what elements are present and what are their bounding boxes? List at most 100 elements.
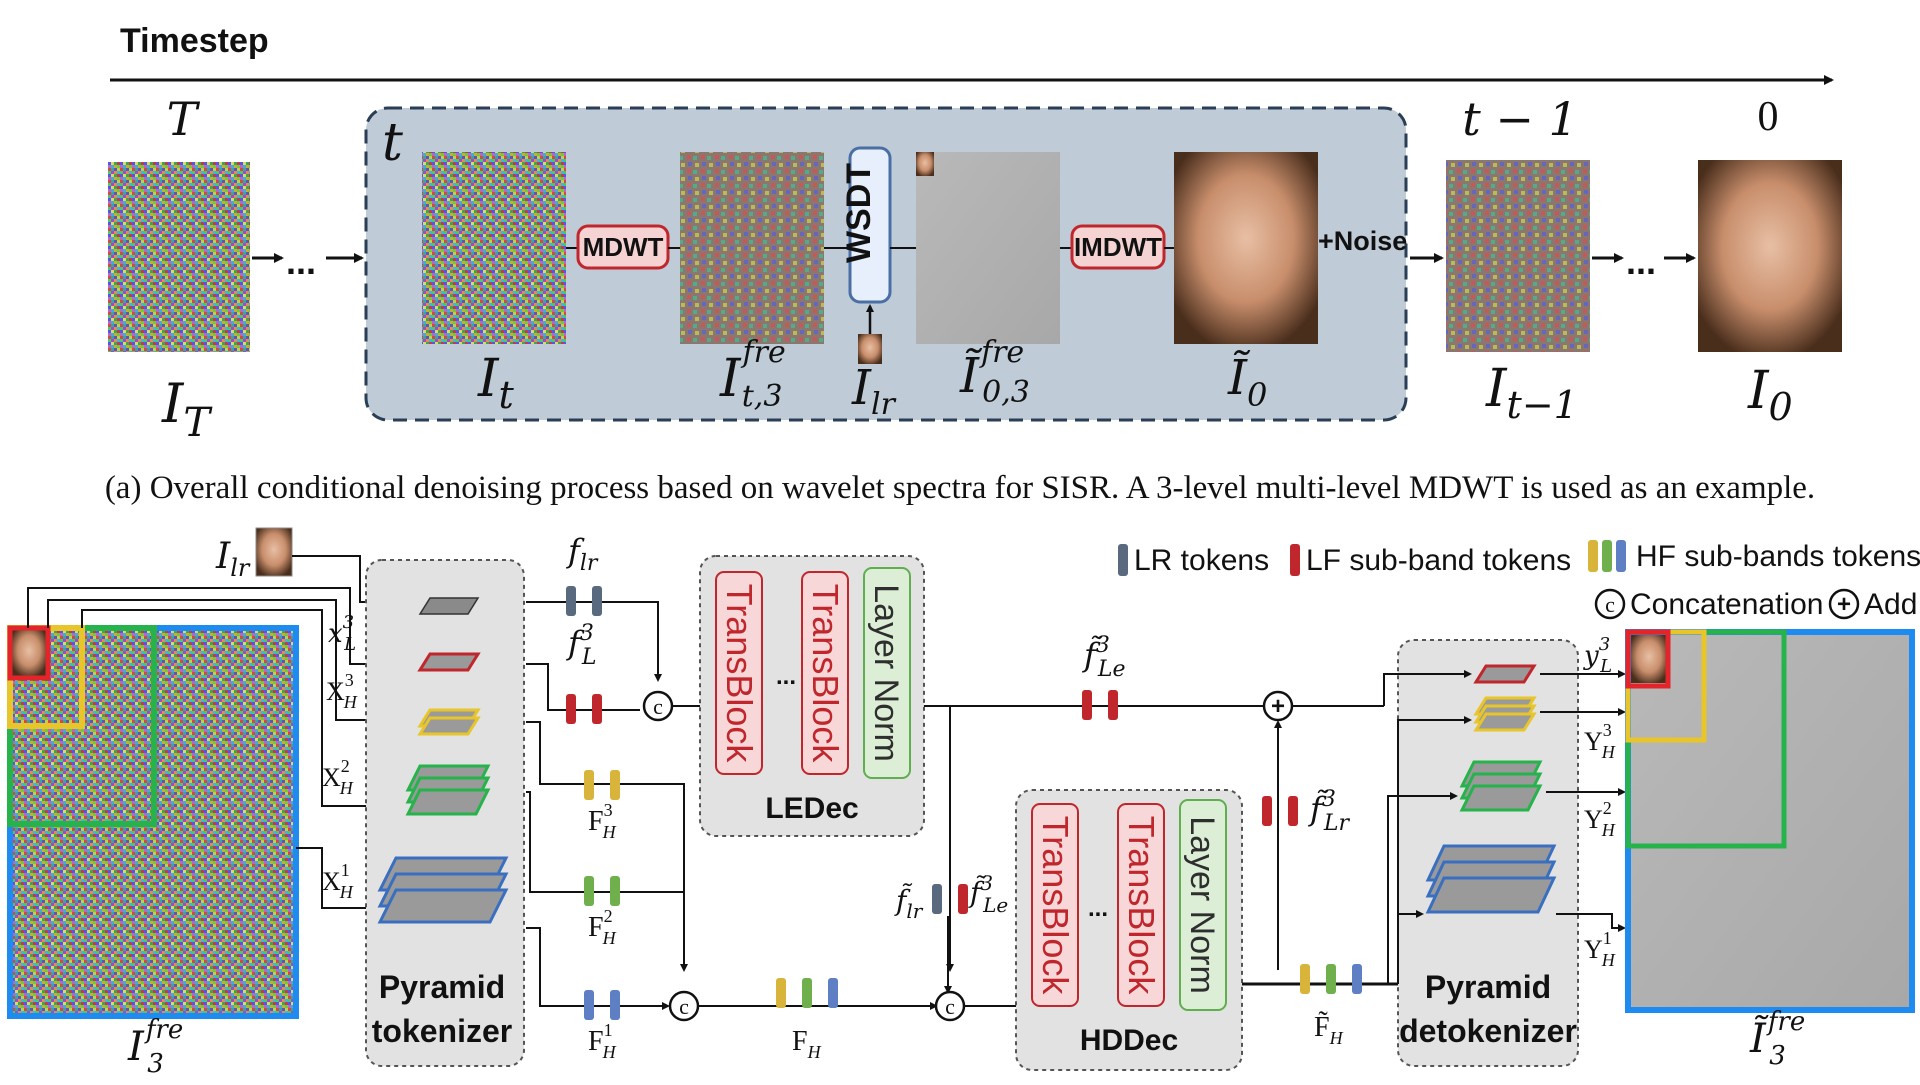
detokenizer-grids bbox=[1425, 664, 1557, 914]
label-Ilr: Ilr bbox=[851, 360, 897, 422]
token-chip-fLe3 bbox=[1082, 690, 1118, 720]
token-chip-FHt bbox=[1300, 964, 1362, 994]
token-chip-FH bbox=[776, 978, 838, 1008]
tokenizer-label-1: Pyramid bbox=[379, 969, 505, 1005]
noise-op-label: +Noise bbox=[1318, 226, 1407, 256]
noise-image-Itm1 bbox=[1446, 160, 1590, 352]
label-FHt: F̃H bbox=[1314, 1012, 1344, 1048]
legend-concat-sym: c bbox=[1605, 592, 1615, 617]
face-image-I0tilde bbox=[1174, 152, 1318, 344]
thumb-in bbox=[12, 630, 46, 676]
hddec-dots: ... bbox=[1088, 895, 1108, 922]
hddec-ln-label: Layer Norm bbox=[1183, 816, 1221, 994]
ledec-output-lines bbox=[924, 705, 1264, 972]
stage-label-tm1: t − 1 bbox=[1462, 92, 1578, 146]
stage-label-T: T bbox=[167, 92, 201, 146]
legend-add-icon bbox=[1828, 588, 1860, 620]
label-Ilr-in: Ilr bbox=[215, 536, 251, 582]
ledec-label: LEDec bbox=[765, 792, 858, 825]
ledec-tb1-label: TransBlock bbox=[719, 584, 760, 764]
ledec-layernorm bbox=[863, 567, 911, 779]
label-flr: flr bbox=[566, 532, 599, 576]
frame-red-out bbox=[1625, 629, 1671, 689]
legend-concat-label: Concatenation bbox=[1630, 588, 1823, 621]
tokenizer-label-2: tokenizer bbox=[372, 1013, 512, 1049]
legend-hf-label: HF sub-bands tokens bbox=[1636, 540, 1920, 573]
lr-thumb-top bbox=[858, 334, 882, 364]
wsdt-label: WSDT bbox=[840, 163, 878, 263]
imdwt-label: IMDWT bbox=[1074, 232, 1162, 262]
thumb-out bbox=[1631, 635, 1667, 683]
label-IT: IT bbox=[161, 372, 213, 446]
legend-lr-label: LR tokens bbox=[1134, 544, 1269, 577]
ledec-transblock-1 bbox=[715, 571, 763, 775]
concat-node-2-sym: c bbox=[679, 994, 689, 1019]
noise-image-Ifre bbox=[680, 152, 824, 344]
hddec-transblock-2 bbox=[1117, 803, 1165, 1007]
legend-lf-swatch bbox=[1290, 544, 1300, 576]
label-flrt: f̃lr bbox=[894, 883, 924, 923]
token-chip-flr bbox=[566, 586, 602, 616]
dots-1: ... bbox=[286, 241, 316, 282]
figure-caption: (a) Overall conditional denoising proces… bbox=[104, 470, 1816, 506]
token-connectors bbox=[526, 601, 688, 1010]
face-image-I0 bbox=[1698, 160, 1842, 352]
concat-node-3-sym: c bbox=[945, 994, 955, 1019]
legend-hf-swatch-3 bbox=[1616, 540, 1626, 572]
hddec-tb2-label: TransBlock bbox=[1121, 816, 1162, 996]
stage-label-t: t bbox=[382, 113, 403, 173]
legend-lr-swatch bbox=[1118, 544, 1128, 576]
noise-image-It bbox=[422, 152, 566, 344]
ledec-transblock-2 bbox=[801, 571, 849, 775]
detok-output-arrows bbox=[1540, 670, 1626, 932]
label-I0: I0 bbox=[1747, 361, 1793, 429]
add-node-sym: + bbox=[1271, 693, 1285, 720]
dots-2: ... bbox=[1626, 241, 1656, 282]
wavelet-image-Itilde bbox=[916, 152, 1060, 344]
token-chip-flrt bbox=[932, 884, 968, 914]
legend-hf-swatch-2 bbox=[1602, 540, 1612, 572]
token-chip-FH2 bbox=[584, 876, 620, 906]
detok-label-2: detokenizer bbox=[1399, 1013, 1577, 1049]
stage-label-0: 0 bbox=[1758, 94, 1779, 140]
label-Itm1: It−1 bbox=[1485, 359, 1578, 427]
token-chip-FH1 bbox=[584, 990, 620, 1020]
concat-node-1-sym: c bbox=[653, 694, 663, 719]
label-FH: FH bbox=[792, 1026, 822, 1062]
ledec-dots: ... bbox=[776, 663, 796, 690]
token-chip-fLr3 bbox=[1262, 796, 1298, 826]
wavelet-thumb bbox=[916, 152, 934, 176]
output-wavelet-image bbox=[1628, 632, 1912, 1010]
detok-label-1: Pyramid bbox=[1425, 969, 1551, 1005]
ledec-ln-label: Layer Norm bbox=[867, 584, 905, 762]
label-It: It bbox=[477, 349, 515, 417]
hddec-transblock-1 bbox=[1031, 803, 1079, 1007]
hddec-tb1-label: TransBlock bbox=[1035, 816, 1076, 996]
token-chip-FH3 bbox=[584, 770, 620, 800]
legend: LR tokens LF sub-band tokens HF sub-band… bbox=[1118, 540, 1920, 621]
legend-hf-swatch-1 bbox=[1588, 540, 1598, 572]
wsdt-op bbox=[848, 146, 892, 304]
hddec-layernorm bbox=[1179, 799, 1227, 1011]
legend-add-sym: + bbox=[1837, 591, 1851, 618]
legend-lf-label: LF sub-band tokens bbox=[1306, 544, 1571, 577]
hddec-label: HDDec bbox=[1080, 1024, 1178, 1057]
mdwt-label: MDWT bbox=[583, 232, 664, 262]
